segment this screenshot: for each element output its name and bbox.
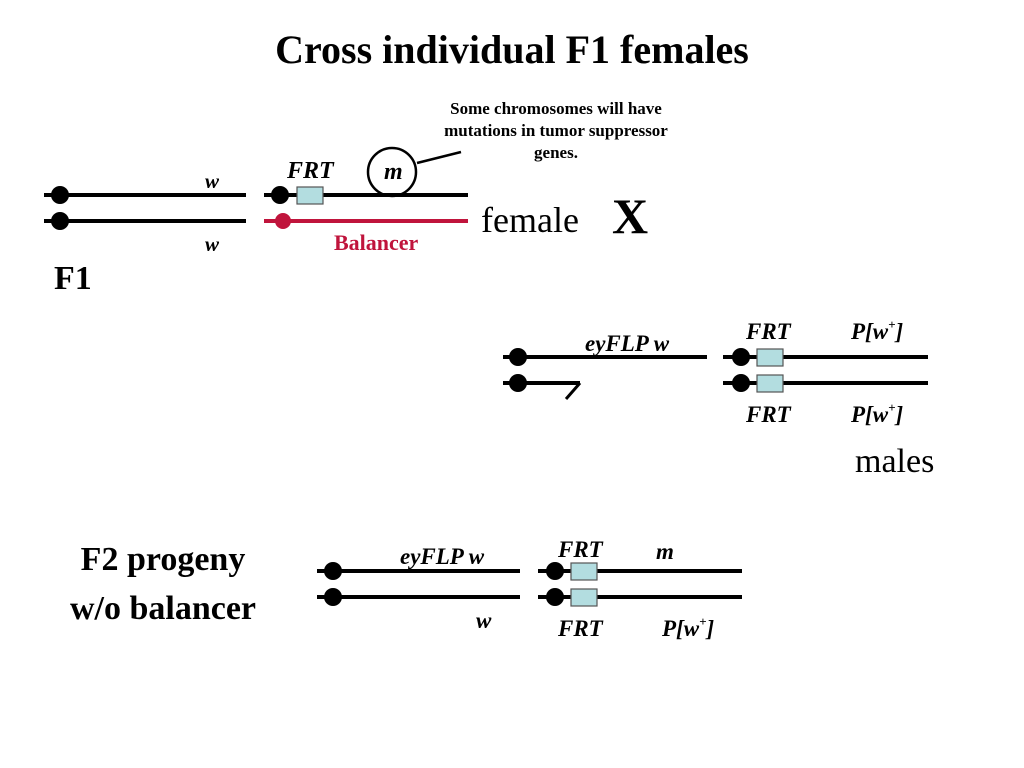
- f2-w-label: w: [476, 608, 492, 633]
- f1-x-chromosome-pair: [44, 186, 246, 230]
- centromere: [51, 212, 69, 230]
- centromere: [51, 186, 69, 204]
- centromere: [509, 348, 527, 366]
- frt-box: [570, 588, 598, 607]
- cross-symbol: X: [612, 188, 649, 244]
- frt-box: [570, 562, 598, 581]
- balancer-label: Balancer: [334, 230, 419, 255]
- f2-label-line2: w/o balancer: [69, 590, 257, 627]
- f2-frt-top-label: FRT: [558, 537, 603, 562]
- male-pw-bottom-label: P[w+]: [851, 400, 904, 427]
- centromere: [324, 588, 342, 606]
- f1-w-top-label: w: [205, 169, 220, 193]
- y-hook: [564, 382, 582, 400]
- centromere: [509, 374, 527, 392]
- male-pw-top-label: P[w+]: [851, 317, 904, 344]
- centromere: [546, 562, 564, 580]
- frt-box: [756, 374, 784, 393]
- f2-label-line1: F2 progeny: [80, 541, 246, 578]
- mutation-circle: [366, 146, 418, 198]
- note-pointer: [416, 150, 462, 165]
- f2-pw-label: P[w+]: [662, 614, 715, 641]
- f2-autosome-pair: [538, 562, 742, 607]
- f1-frt-label: FRT: [287, 158, 334, 184]
- f2-eyflp-label: eyFLP w: [400, 544, 485, 569]
- female-label: female: [481, 200, 579, 240]
- centromere: [546, 588, 564, 606]
- frt-box: [756, 348, 784, 367]
- male-frt-top-label: FRT: [746, 319, 791, 344]
- f1-autosome-pair: [264, 146, 468, 229]
- centromere: [732, 374, 750, 392]
- centromere-balancer: [275, 213, 291, 229]
- f2-x-chromosome-pair: [317, 562, 520, 606]
- males-autosome-pair: [723, 348, 928, 393]
- frt-box: [296, 186, 324, 205]
- male-frt-bottom-label: FRT: [746, 402, 791, 427]
- centromere: [271, 186, 289, 204]
- male-eyflp-label: eyFLP w: [585, 331, 670, 356]
- centromere: [732, 348, 750, 366]
- males-label: males: [855, 443, 935, 480]
- centromere: [324, 562, 342, 580]
- males-x-y-pair: [503, 348, 707, 400]
- f1-w-bottom-label: w: [205, 232, 220, 256]
- f1-mutation-label: m: [384, 159, 403, 185]
- f2-frt-bottom-label: FRT: [558, 616, 603, 641]
- page-title: Cross individual F1 females: [275, 27, 749, 72]
- f2-mutation-label: m: [656, 539, 674, 564]
- f1-generation-label: F1: [54, 260, 92, 297]
- mutation-note: Some chromosomes will have mutations in …: [444, 99, 668, 163]
